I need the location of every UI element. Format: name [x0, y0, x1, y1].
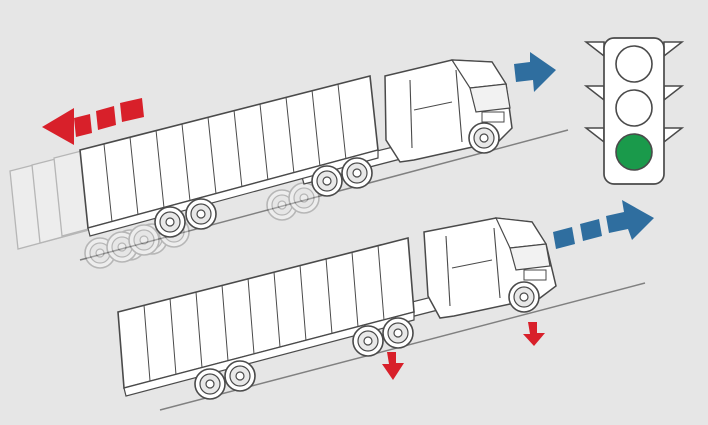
upper-trailer-wheel-1	[154, 206, 186, 238]
upper-drive-wheel-2	[341, 157, 373, 189]
upper-truck-windshield	[469, 83, 511, 113]
traffic-light-lamp-bottom-green	[615, 133, 653, 171]
upper-drive-wheel-1	[311, 165, 343, 197]
lower-trailer-wheel-1	[194, 368, 226, 400]
forward-arrow-upper	[514, 52, 556, 92]
lower-drive-wheel-2	[382, 317, 414, 349]
lower-front-wheel	[508, 281, 540, 313]
traffic-light	[583, 37, 685, 185]
down-arrow-trailer-axle	[382, 352, 404, 380]
traffic-light-visors	[583, 41, 685, 144]
forward-arrow-lower	[553, 200, 654, 249]
down-arrow-front-axle	[523, 322, 545, 346]
lower-trailer-wheel-2	[224, 360, 256, 392]
traffic-light-lamp-middle	[615, 89, 653, 127]
upper-truck	[79, 59, 513, 238]
rollback-arrow	[42, 98, 144, 145]
lower-truck	[117, 217, 557, 400]
lower-truck-trailer	[117, 236, 415, 397]
lower-drive-wheel-1	[352, 325, 384, 357]
upper-front-wheel	[468, 122, 500, 154]
traffic-light-lamp-top	[615, 45, 653, 83]
upper-trailer-wheel-2	[185, 198, 217, 230]
lower-truck-windshield	[509, 243, 551, 271]
